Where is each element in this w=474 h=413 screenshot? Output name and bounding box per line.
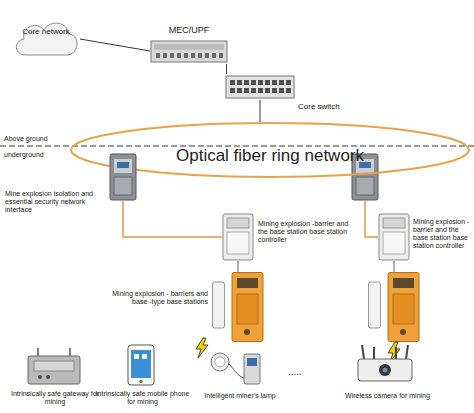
device-caption: Wireless camera for mining xyxy=(340,392,435,400)
connector-line xyxy=(80,39,150,51)
base-station-shape xyxy=(212,272,264,342)
node-label: Mine explosion isolation and essential s… xyxy=(5,190,105,214)
phone-device xyxy=(128,345,154,385)
cloud-node: Core network xyxy=(12,18,80,60)
lamp-device xyxy=(211,353,260,384)
node-label: Optical fiber ring network xyxy=(120,146,420,166)
switch-device-shape xyxy=(225,74,295,100)
switch-device: Core switch xyxy=(225,74,295,100)
wireless-symbol xyxy=(196,338,208,358)
controller-device-shape xyxy=(378,213,410,261)
gateway-device xyxy=(28,348,80,384)
node-label: Core switch xyxy=(298,102,358,111)
connector-line xyxy=(260,100,261,122)
fiber-wire xyxy=(365,201,378,237)
base-station xyxy=(369,273,420,342)
controller-device-shape xyxy=(222,213,254,261)
node-label: Mining explosion -barrier and the base s… xyxy=(413,218,473,250)
node-label: Mining explosion -barrier and the base s… xyxy=(258,220,358,244)
server-device: MEC/UPF xyxy=(150,38,228,64)
device-caption: Intelligent miner's lamp xyxy=(198,392,282,400)
cloud-node-shape xyxy=(12,18,80,60)
device-caption: Above ground xyxy=(4,135,64,143)
feeder-wire xyxy=(393,261,394,272)
node-label: MEC/UPF xyxy=(160,25,218,35)
device-caption: underground xyxy=(4,151,64,159)
connector-line xyxy=(123,201,222,237)
server-device-shape xyxy=(150,38,228,64)
device-caption: ..... xyxy=(288,366,318,378)
connector-line xyxy=(237,261,238,272)
isolation-device-shape xyxy=(108,153,138,201)
connector-line xyxy=(226,64,227,74)
controller-device: Mining explosion -barrier and the base s… xyxy=(378,213,410,261)
isolation-device: Mine explosion isolation and essential s… xyxy=(108,153,138,201)
node-label: Core network xyxy=(20,27,72,36)
base-station: Mining explosion - barriers and base -ty… xyxy=(212,272,264,342)
device-caption: Intrinsically safe gateway for mining xyxy=(5,390,105,406)
device-caption: Intrinsically safe mobile phone for mini… xyxy=(95,390,190,406)
controller-device: Mining explosion -barrier and the base s… xyxy=(222,213,254,261)
node-label: Mining explosion - barriers and base -ty… xyxy=(112,290,208,306)
camera-device xyxy=(358,345,412,381)
